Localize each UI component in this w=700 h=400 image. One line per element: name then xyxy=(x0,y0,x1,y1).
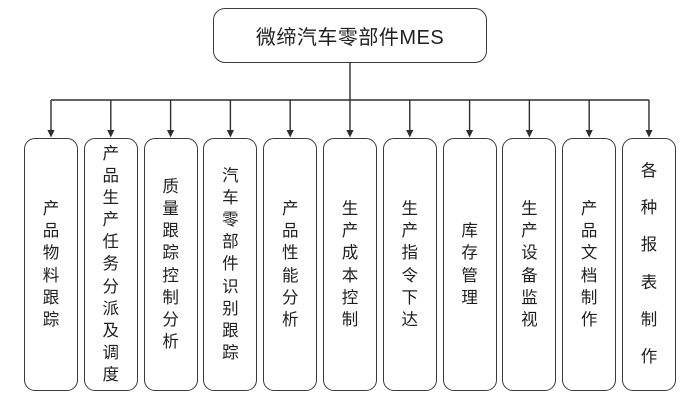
node-label: 汽车零部件识别跟踪 xyxy=(222,167,239,362)
node-label: 生产成本控制 xyxy=(341,200,359,329)
node-label: 生产指令下达 xyxy=(401,200,419,329)
root-node-label: 微缔汽车零部件MES xyxy=(255,27,445,49)
node-quality-tracking-control-analysis: 质量跟踪控制分析 xyxy=(143,138,198,391)
node-product-document-creation: 产品文档制作 xyxy=(562,138,617,391)
node-label: 各种报表制作 xyxy=(640,162,658,366)
node-label: 产品生产任务分派及调度 xyxy=(102,144,120,384)
node-production-equipment-monitoring: 生产设备监视 xyxy=(502,138,557,391)
root-node: 微缔汽车零部件MES xyxy=(213,8,487,63)
node-label: 生产设备监视 xyxy=(521,200,538,329)
node-label: 质量跟踪控制分析 xyxy=(162,178,179,351)
children-row: 产品物料跟踪 产品生产任务分派及调度 质量跟踪控制分析 汽车零部件识别跟踪 产品… xyxy=(24,138,676,391)
node-auto-parts-identification-tracking: 汽车零部件识别跟踪 xyxy=(203,138,258,391)
node-label: 产品物料跟踪 xyxy=(42,200,60,329)
node-production-order-issuing: 生产指令下达 xyxy=(382,138,437,391)
node-label: 产品性能分析 xyxy=(281,200,299,329)
node-label: 产品文档制作 xyxy=(580,200,598,329)
node-various-reports-creation: 各种报表制作 xyxy=(621,138,676,391)
node-production-cost-control: 生产成本控制 xyxy=(322,138,377,391)
node-product-performance-analysis: 产品性能分析 xyxy=(263,138,318,391)
node-production-task-dispatch-scheduling: 产品生产任务分派及调度 xyxy=(83,138,138,391)
node-inventory-management: 库存管理 xyxy=(442,138,497,391)
node-product-material-tracking: 产品物料跟踪 xyxy=(24,138,78,391)
node-label: 库存管理 xyxy=(461,222,478,307)
